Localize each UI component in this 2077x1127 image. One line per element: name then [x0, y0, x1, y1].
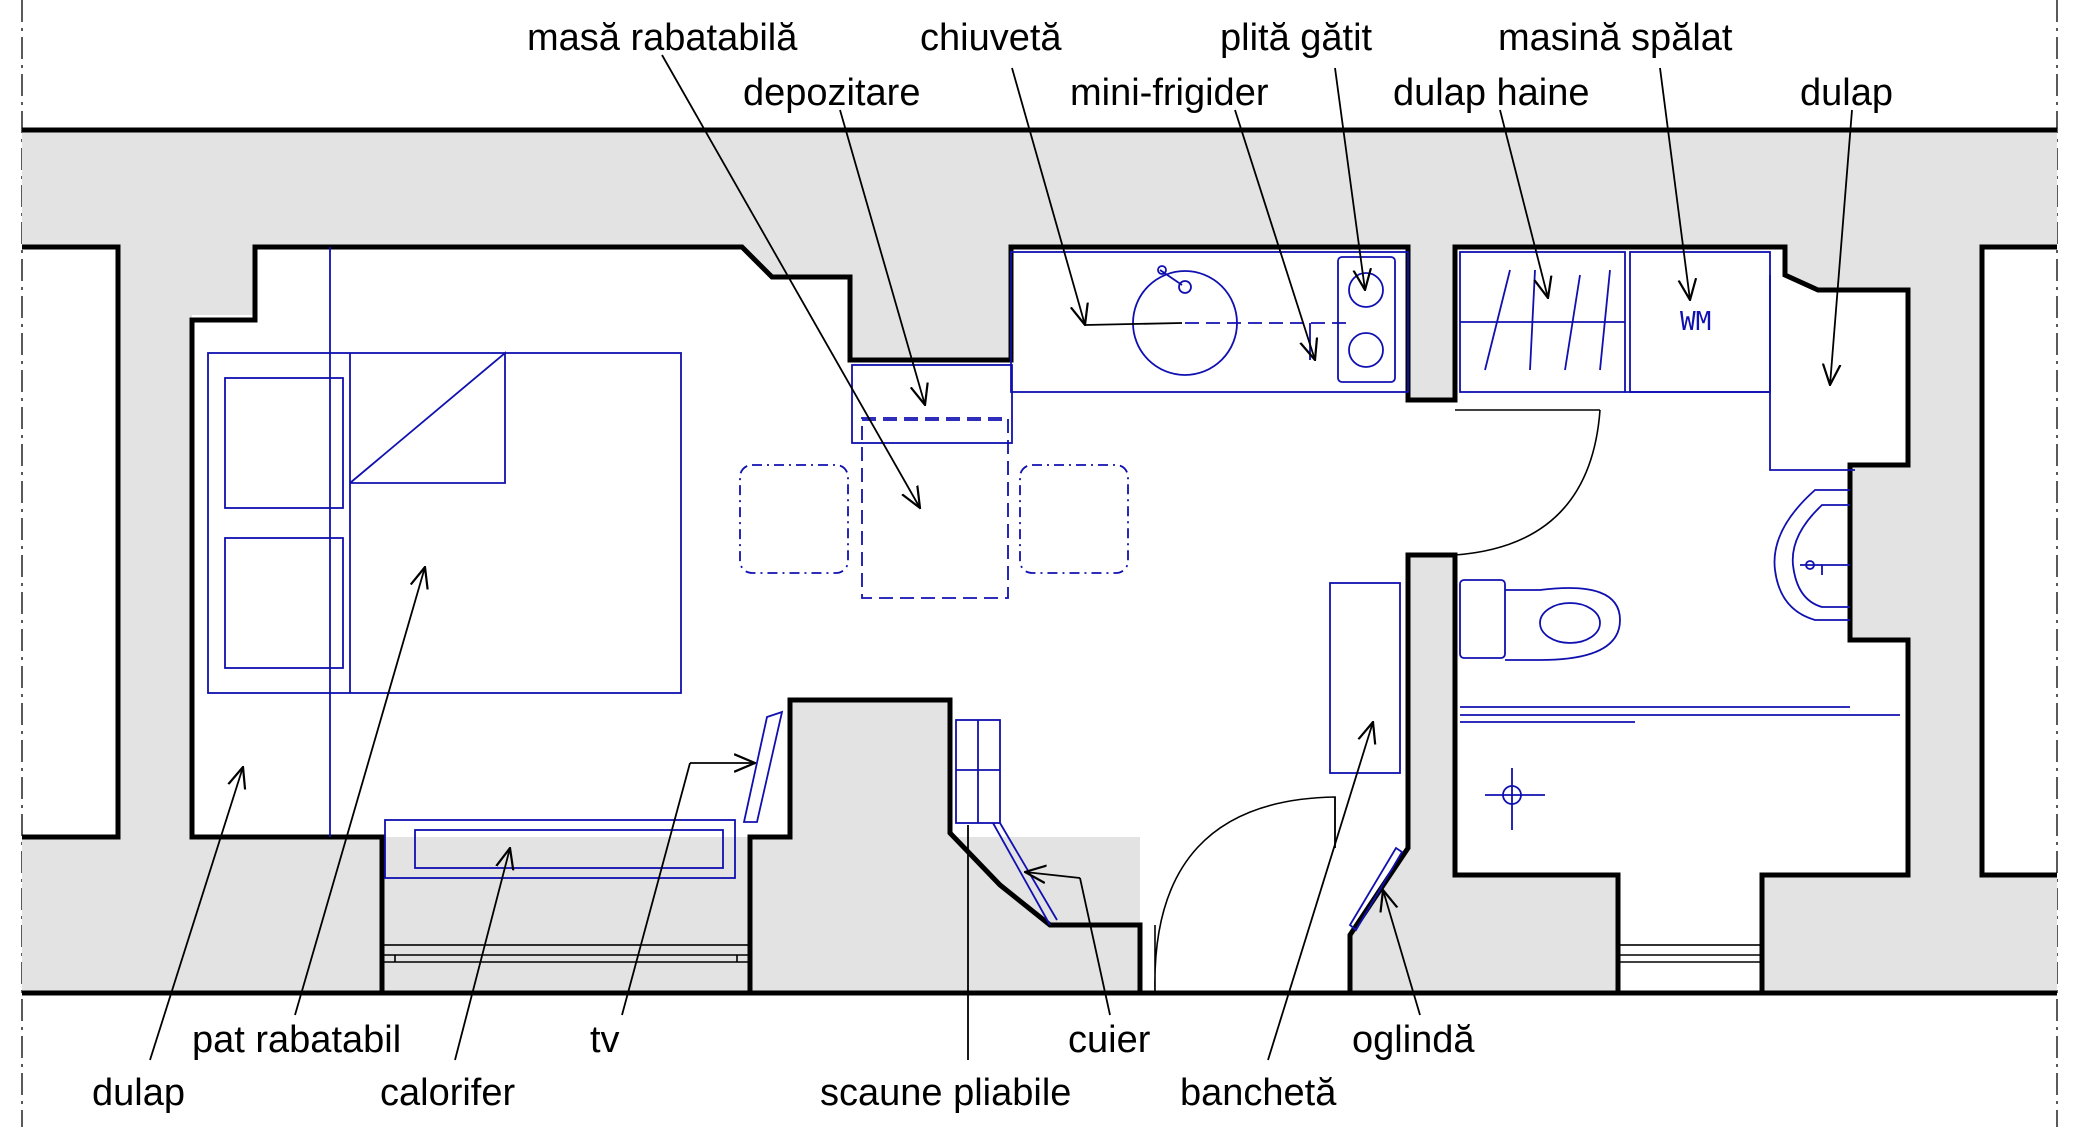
windows — [381, 944, 1763, 994]
wall-bottom-mid — [750, 837, 1140, 993]
walls — [22, 130, 2057, 993]
leader-lines — [149, 54, 1853, 1061]
furniture: WM — [207, 251, 1900, 932]
entrance-door-swing — [1154, 796, 1336, 994]
folding-table — [861, 417, 1009, 599]
mirror-panel — [1348, 846, 1404, 932]
radiator-outer — [384, 819, 736, 879]
label-pat-rabatabil: pat rabatabil — [192, 1019, 401, 1061]
label-mini-frigider: mini-frigider — [1070, 72, 1269, 114]
coat-hanger — [992, 822, 1051, 926]
label-bancheta: banchetă — [1180, 1072, 1337, 1114]
folding-chair-right — [1019, 464, 1129, 574]
wall-bottom-left — [192, 837, 382, 993]
label-dulap-haine: dulap haine — [1393, 72, 1590, 114]
bed-pillow-top — [224, 377, 344, 509]
bathroom-door-swing — [1454, 409, 1601, 556]
label-masina-spalat: masină spălat — [1498, 17, 1733, 59]
folding-chair-left — [739, 464, 849, 574]
bed-pillow-bottom — [224, 537, 344, 669]
tv-panel — [742, 710, 784, 823]
washing-machine-label: WM — [1680, 307, 1711, 337]
label-dulap-top: dulap — [1800, 72, 1893, 114]
label-calorifer: calorifer — [380, 1072, 515, 1114]
label-masa-rabatabila: masă rabatabilă — [527, 17, 798, 59]
bench — [1329, 582, 1401, 774]
label-dulap-bottom: dulap — [92, 1072, 185, 1114]
label-cuier: cuier — [1068, 1019, 1151, 1061]
label-plita-gatit: plită gătit — [1220, 17, 1373, 59]
label-oglinda: oglindă — [1352, 1019, 1475, 1061]
labels: masă rabatabilă chiuvetă plită gătit mas… — [92, 17, 1893, 1114]
toilet-tank — [1459, 579, 1506, 659]
bed-frame — [207, 352, 682, 694]
label-tv: tv — [590, 1019, 620, 1061]
storage-shelf — [851, 364, 1013, 444]
radiator-inner — [414, 829, 724, 869]
bathroom-sink — [1773, 489, 1850, 621]
kitchen-counter — [1010, 251, 1409, 393]
label-depozitare: depozitare — [743, 72, 920, 114]
toilet-bowl — [1505, 587, 1621, 661]
cooktop — [1337, 256, 1396, 383]
label-chiuveta: chiuvetă — [920, 17, 1062, 59]
corner-cupboard — [1769, 275, 1855, 471]
label-scaune-pliabile: scaune pliabile — [820, 1072, 1071, 1114]
doors — [1154, 409, 1601, 994]
bed-fold-corner — [349, 351, 506, 484]
